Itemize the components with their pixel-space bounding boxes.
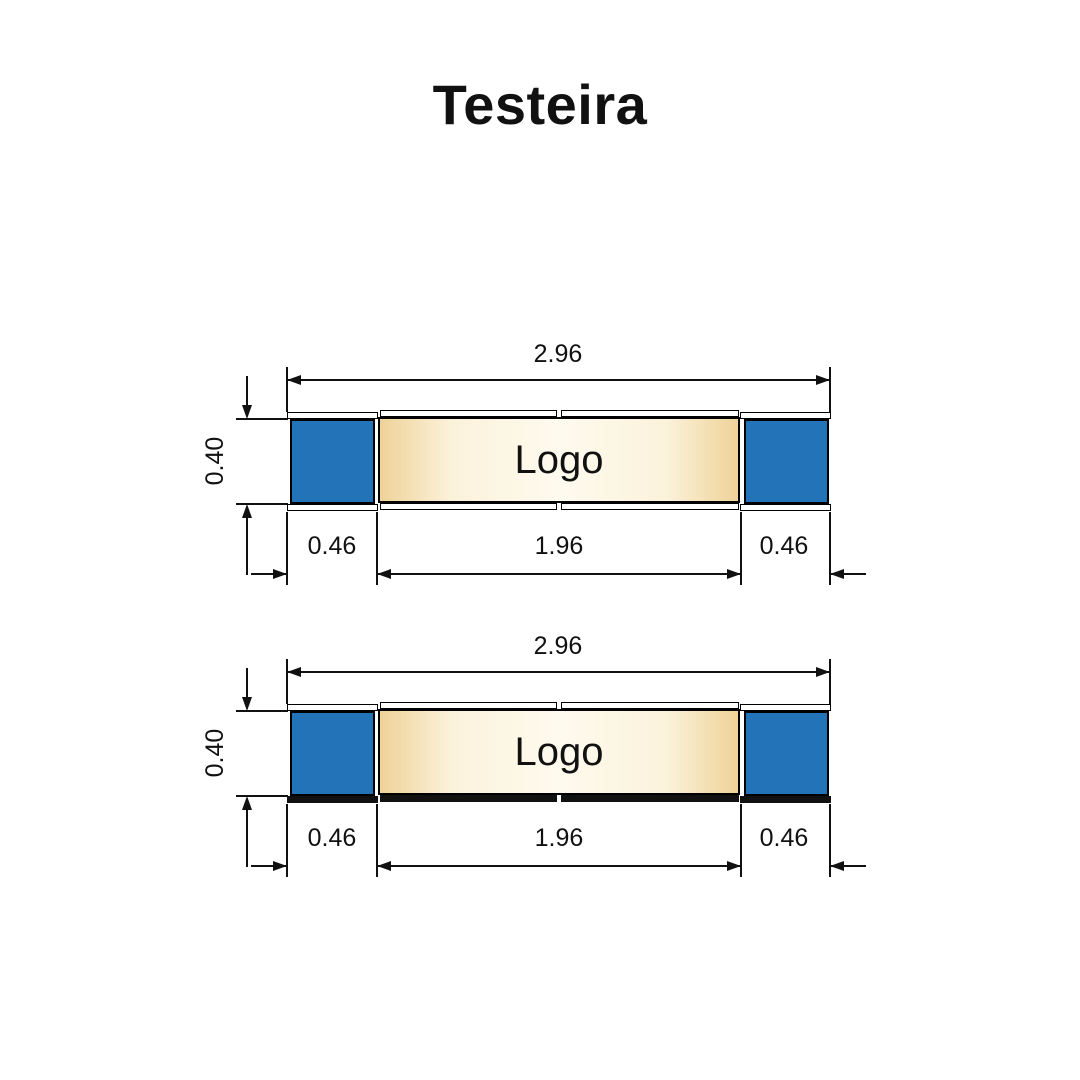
extension-line [829, 367, 831, 412]
dimension-line [287, 671, 830, 673]
dim-arrow-left-icon [830, 861, 844, 871]
extension-line [376, 512, 378, 585]
extension-line [286, 367, 288, 412]
panel-cap [561, 702, 739, 709]
panel-cap [561, 410, 739, 417]
panel-cap [380, 702, 557, 709]
panel-diagram-2: 2.96 0.40 Logo 0.46 1.9 [0, 632, 1080, 882]
dim-right-width: 0.46 [759, 532, 809, 560]
extension-line [286, 804, 288, 877]
extension-line [376, 804, 378, 877]
extension-line [236, 503, 288, 505]
dimension-line [251, 573, 287, 575]
panel-cap [740, 412, 831, 419]
dim-arrow-left-icon [287, 667, 301, 677]
extension-line [286, 512, 288, 585]
blue-panel-right [744, 711, 829, 796]
dim-arrow-left-icon [377, 861, 391, 871]
extension-line [740, 804, 742, 877]
dim-arrow-right-icon [727, 569, 741, 579]
dim-arrow-down-icon [242, 697, 252, 711]
extension-line [829, 659, 831, 704]
blue-panel-left [290, 419, 375, 504]
extension-line [829, 512, 831, 585]
dim-arrow-left-icon [287, 375, 301, 385]
page-title: Testeira [432, 73, 648, 136]
dim-right-width: 0.46 [759, 824, 809, 852]
dim-height: 0.40 [201, 728, 229, 778]
blue-panel-right [744, 419, 829, 504]
extension-line [286, 659, 288, 704]
panel-cap [380, 503, 557, 510]
extension-line [236, 795, 288, 797]
extension-line [740, 512, 742, 585]
extension-line [829, 804, 831, 877]
extension-line [236, 418, 288, 420]
dim-arrow-right-icon [816, 667, 830, 677]
dimension-line [251, 865, 287, 867]
panel-cap [561, 503, 739, 510]
panel-cap [740, 504, 831, 511]
panel-cap [740, 796, 831, 803]
panel-cap [740, 704, 831, 711]
dimension-line [377, 573, 741, 575]
dim-arrow-right-icon [273, 569, 287, 579]
dimension-line [246, 668, 248, 700]
dimension-line [830, 573, 866, 575]
dim-arrow-left-icon [377, 569, 391, 579]
panel-cap [287, 412, 378, 419]
dim-arrow-right-icon [816, 375, 830, 385]
dim-arrow-right-icon [727, 861, 741, 871]
logo-label: Logo [514, 729, 604, 774]
panel-cap [561, 795, 739, 802]
dimension-line [246, 376, 248, 408]
dim-arrow-right-icon [273, 861, 287, 871]
dim-total-width: 2.96 [533, 340, 583, 368]
logo-panel: Logo [378, 417, 740, 503]
panel-diagram-1: 2.96 0.40 Logo 0.46 1.9 [0, 340, 1080, 590]
panel-cap [287, 704, 378, 711]
dim-left-width: 0.46 [307, 532, 357, 560]
dim-center-width: 1.96 [534, 532, 584, 560]
blue-panel-left [290, 711, 375, 796]
panel-cap [287, 796, 378, 803]
logo-label: Logo [514, 437, 604, 482]
dim-arrow-down-icon [242, 405, 252, 419]
extension-line [236, 710, 288, 712]
logo-panel: Logo [378, 709, 740, 795]
dim-arrow-left-icon [830, 569, 844, 579]
dimension-line [830, 865, 866, 867]
dim-arrow-up-icon [242, 796, 252, 810]
dimension-line [287, 379, 830, 381]
panel-cap [287, 504, 378, 511]
dim-height: 0.40 [201, 436, 229, 486]
dimension-line [246, 808, 248, 867]
dim-left-width: 0.46 [307, 824, 357, 852]
dim-center-width: 1.96 [534, 824, 584, 852]
dim-arrow-up-icon [242, 504, 252, 518]
dimension-line [377, 865, 741, 867]
dim-total-width: 2.96 [533, 632, 583, 660]
panel-cap [380, 410, 557, 417]
dimension-line [246, 516, 248, 575]
panel-cap [380, 795, 557, 802]
